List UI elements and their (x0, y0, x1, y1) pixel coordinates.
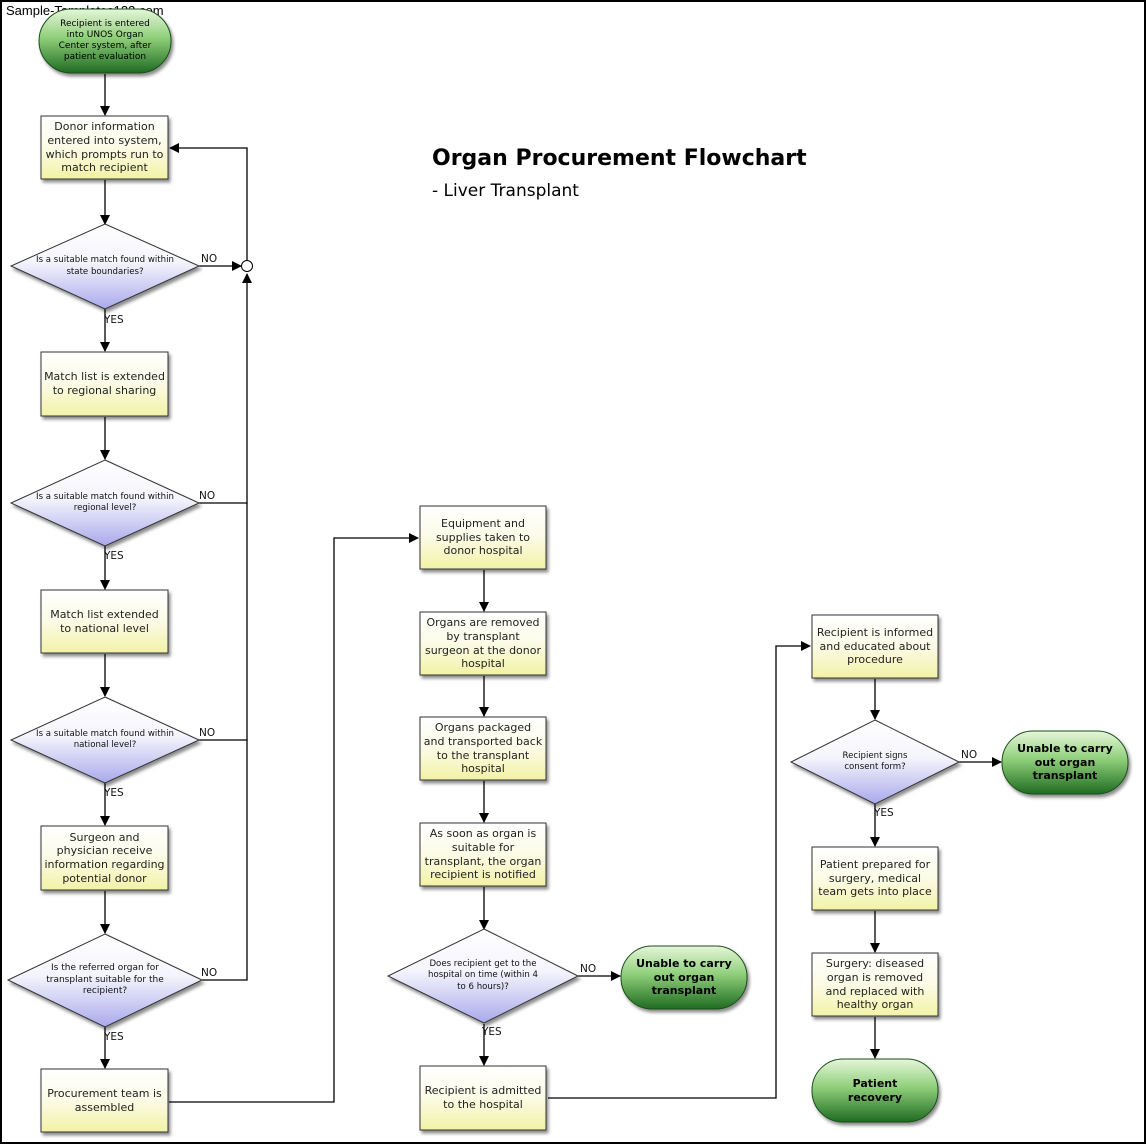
box-surgeon-info-shape (40, 825, 169, 891)
no-label: NO (199, 490, 216, 502)
organs-removed-box: Organs are removed by transplant surgeon… (424, 616, 541, 671)
box-equipment-shape (419, 505, 547, 570)
terminal-unable-1-shape (620, 945, 748, 1010)
diamond-q-national-shape (9, 696, 201, 784)
box-informed-shape (811, 614, 939, 679)
yes-label: YES (104, 550, 124, 562)
terminal-recovery-shape (811, 1058, 939, 1123)
q-referred-decision: Is the referred organ for transplant sui… (46, 962, 164, 997)
recovery-terminal: Patient recovery (847, 1076, 903, 1104)
match-regional-box: Match list is extended to regional shari… (44, 370, 165, 397)
start-terminal: Recipient is entered into UNOS Organ Cen… (58, 18, 152, 63)
diagram-subtitle: - Liver Transplant (432, 181, 579, 201)
q-regional-decision: Is a suitable match found within regiona… (36, 491, 174, 513)
connectors (100, 74, 1002, 1103)
no-label: NO (580, 963, 597, 975)
terminals (38, 8, 1129, 1123)
yes-label: YES (874, 807, 894, 819)
q-state-decision: Is a suitable match found within state b… (36, 255, 174, 277)
equipment-box: Equipment and supplies taken to donor ho… (435, 516, 531, 558)
no-label: NO (961, 749, 978, 761)
unable-terminal-2: Unable to carry out organ transplant (1017, 741, 1113, 783)
yes-label: YES (482, 1026, 502, 1038)
q-on-time-decision: Does recipient get to the hospital on ti… (428, 959, 538, 992)
box-admitted-shape (419, 1065, 547, 1131)
unable-terminal-1: Unable to carry out organ transplant (636, 956, 732, 998)
no-label: NO (199, 727, 216, 739)
box-recipient-notified-shape (419, 822, 547, 887)
yes-label: YES (104, 314, 124, 326)
line-q-referred-no (202, 740, 248, 981)
organs-packaged-box: Organs packaged and transported back to … (423, 721, 543, 776)
terminal-unable-2-shape (1001, 730, 1129, 795)
diamond-q-state-shape (9, 223, 201, 310)
match-national-box: Match list extended to national level (50, 607, 159, 635)
diamond-q-consent-shape (789, 719, 961, 805)
terminal-start-shape (38, 8, 172, 74)
informed-box: Recipient is informed and educated about… (816, 625, 934, 667)
surgeon-info-box: Surgeon and physician receive informatio… (44, 830, 165, 885)
arrow-admitted-to-informed (548, 641, 811, 1099)
loop-back-to-donor (169, 143, 248, 260)
box-procurement-shape (40, 1068, 169, 1133)
junction-point (241, 260, 253, 272)
yes-label: YES (104, 1031, 124, 1043)
box-donor-info-shape (40, 115, 169, 180)
diamond-q-regional-shape (9, 459, 201, 547)
diamond-q-referred-shape (6, 933, 204, 1028)
admitted-box: Recipient is admitted to the hospital (424, 1084, 542, 1111)
box-surgery-shape (811, 952, 939, 1017)
line-q-regional-no (199, 273, 252, 504)
box-organs-removed-shape (419, 611, 547, 676)
procurement-team-box: Procurement team is assembled (47, 1086, 162, 1114)
box-organs-packaged-shape (419, 716, 547, 781)
box-match-national-shape (40, 589, 169, 654)
yes-label: YES (104, 787, 124, 799)
process-boxes (40, 115, 939, 1133)
box-match-regional-shape (40, 351, 169, 417)
diagram-title: Organ Procurement Flowchart (432, 146, 807, 171)
diamond-q-on-time-shape (386, 928, 580, 1024)
q-consent-decision: Recipient signs consent form? (842, 750, 908, 772)
arrow-procurement-to-equipment (169, 533, 419, 1103)
no-label: NO (201, 967, 218, 979)
q-national-decision: Is a suitable match found within nationa… (36, 728, 174, 750)
recipient-notified-box: As soon as organ is suitable for transpl… (424, 827, 542, 882)
line-q-national-no (199, 503, 248, 741)
box-prepared-shape (811, 846, 939, 911)
no-label: NO (201, 253, 218, 265)
surgery-box: Surgery: diseased organ is removed and r… (825, 957, 925, 1012)
decision-diamonds (6, 223, 961, 1028)
donor-info-box: Donor information entered into system, w… (45, 120, 164, 175)
prepared-box: Patient prepared for surgery, medical te… (818, 857, 932, 899)
